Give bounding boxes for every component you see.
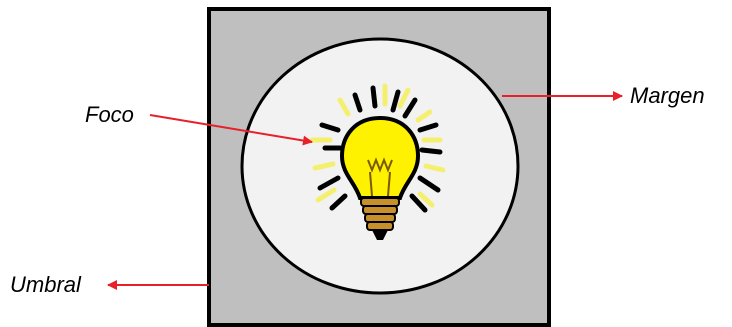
foco-label: Foco: [85, 102, 134, 127]
lightbulb-icon: [309, 83, 446, 240]
margen-label: Margen: [630, 83, 705, 108]
umbral-label: Umbral: [10, 272, 81, 297]
foco-arrow: [149, 114, 313, 146]
